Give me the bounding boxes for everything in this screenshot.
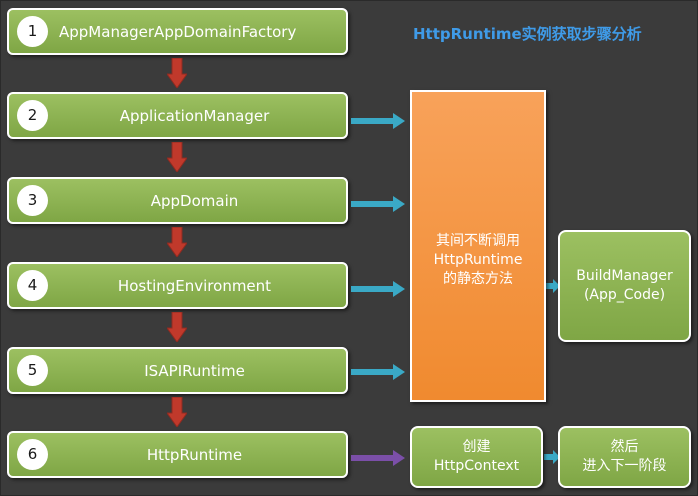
step-label-2: ApplicationManager — [119, 106, 270, 125]
right-arrow-step4 — [351, 281, 405, 297]
step-box-4: 4 HostingEnvironment — [7, 262, 348, 309]
create-httpcontext-line-1: 创建 — [462, 439, 491, 455]
step-label-3: AppDomain — [150, 191, 239, 210]
buildmanager-box: BuildManager (App_Code) — [558, 230, 691, 342]
right-arrow-to-buildmanager — [544, 279, 560, 293]
right-arrow-to-next-stage — [544, 450, 560, 464]
step-box-5: 5 ISAPIRuntime — [7, 347, 348, 394]
step-number-6: 6 — [17, 439, 48, 470]
create-httpcontext-box: 创建 HttpContext — [410, 426, 543, 488]
step-number-1: 1 — [17, 16, 48, 47]
step-label-4: HostingEnvironment — [117, 276, 272, 295]
down-arrow-2-3 — [167, 142, 187, 172]
step-box-2: 2 ApplicationManager — [7, 92, 348, 139]
static-methods-line-1: 其间不断调用 — [436, 233, 520, 249]
static-methods-box: 其间不断调用 HttpRuntime 的静态方法 — [410, 90, 546, 402]
step-number-2: 2 — [17, 100, 48, 131]
down-arrow-3-4 — [167, 227, 187, 257]
step-number-4: 4 — [17, 270, 48, 301]
step-label-6: HttpRuntime — [146, 445, 243, 464]
right-arrow-step6 — [351, 450, 405, 466]
static-methods-line-3: 的静态方法 — [443, 271, 513, 287]
down-arrow-5-6 — [167, 397, 187, 427]
down-arrow-1-2 — [167, 58, 187, 88]
down-arrow-4-5 — [167, 312, 187, 342]
step-box-1: 1 AppManagerAppDomainFactory — [7, 8, 348, 55]
buildmanager-line-1: BuildManager — [576, 268, 673, 284]
diagram-title: HttpRuntime实例获取步骤分析 — [413, 25, 642, 43]
right-arrow-step3 — [351, 196, 405, 212]
next-stage-line-1: 然后 — [610, 439, 639, 455]
next-stage-box: 然后 进入下一阶段 — [558, 426, 691, 488]
next-stage-line-2: 进入下一阶段 — [582, 458, 667, 474]
step-box-6: 6 HttpRuntime — [7, 431, 348, 478]
step-label-1: AppManagerAppDomainFactory — [59, 22, 297, 41]
right-arrow-step2 — [351, 113, 405, 129]
create-httpcontext-line-2: HttpContext — [433, 458, 520, 474]
step-number-3: 3 — [17, 185, 48, 216]
static-methods-line-2: HttpRuntime — [433, 252, 523, 268]
step-label-5: ISAPIRuntime — [144, 361, 245, 380]
buildmanager-line-2: (App_Code) — [583, 287, 666, 303]
right-arrow-step5 — [351, 364, 405, 380]
step-box-3: 3 AppDomain — [7, 177, 348, 224]
step-number-5: 5 — [17, 355, 48, 386]
